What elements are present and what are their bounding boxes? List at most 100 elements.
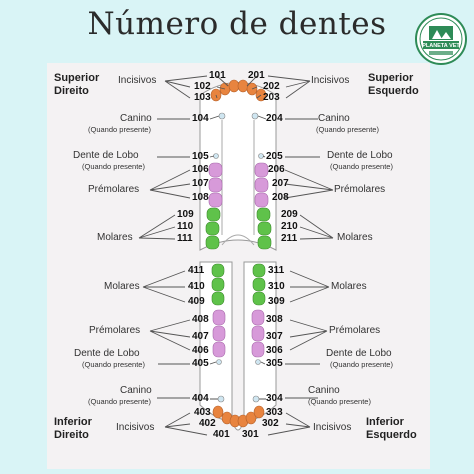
tooth-204 <box>251 112 259 120</box>
tooth-number-408: 408 <box>192 314 209 325</box>
tooth-number-204: 204 <box>266 113 283 124</box>
label-premolares-upper-left: Prémolares <box>334 184 386 195</box>
tooth-number-308: 308 <box>266 314 283 325</box>
tooth-405 <box>216 359 222 365</box>
label-dente-de-lobo-lower-left: Dente de Lobo <box>326 348 392 359</box>
tooth-number-303: 303 <box>266 407 283 418</box>
tooth-309 <box>252 291 266 306</box>
tooth-number-205: 205 <box>266 151 283 162</box>
tooth-211 <box>257 235 272 250</box>
label-premolares-lower-left: Prémolares <box>329 325 381 336</box>
label-canino-lower-left: Canino <box>308 385 340 396</box>
label-quando-presente: (Quando presente) <box>82 162 145 171</box>
label-quando-presente: (Quando presente) <box>316 125 379 134</box>
tooth-number-111: 111 <box>177 233 193 244</box>
tooth-number-403: 403 <box>194 407 211 418</box>
tooth-number-306: 306 <box>266 345 283 356</box>
tooth-number-409: 409 <box>188 296 205 307</box>
tooth-number-411: 411 <box>188 265 205 276</box>
tooth-305 <box>255 359 261 365</box>
label-molares-lower-left: Molares <box>331 281 367 292</box>
tooth-408 <box>212 309 226 326</box>
upper-premolars <box>208 162 269 208</box>
svg-text:PLANETA VET: PLANETA VET <box>422 43 460 49</box>
tooth-209 <box>256 207 271 222</box>
tooth-107 <box>208 177 223 193</box>
tooth-303 <box>253 405 265 419</box>
label-incisivos-lower-right: Incisivos <box>116 422 155 433</box>
tooth-number-211: 211 <box>281 233 298 244</box>
tooth-307 <box>251 325 265 342</box>
tooth-106 <box>208 162 223 178</box>
label-quando-presente: (Quando presente) <box>88 125 151 134</box>
tooth-number-407: 407 <box>192 331 209 342</box>
tooth-302 <box>245 411 257 425</box>
tooth-number-108: 108 <box>192 192 209 203</box>
tooth-number-307: 307 <box>266 331 283 342</box>
tooth-101 <box>228 79 240 93</box>
tooth-number-305: 305 <box>266 358 283 369</box>
label-quando-presente: (Quando presente) <box>88 397 151 406</box>
tooth-number-104: 104 <box>192 113 209 124</box>
tooth-311 <box>252 263 266 278</box>
tooth-number-102: 102 <box>194 81 211 92</box>
tooth-number-209: 209 <box>281 209 298 220</box>
label-molares-upper-left: Molares <box>337 232 373 243</box>
tooth-number-107: 107 <box>192 178 209 189</box>
tooth-number-105: 105 <box>192 151 209 162</box>
label-premolares-lower-right: Prémolares <box>89 325 141 336</box>
tooth-number-404: 404 <box>192 393 209 404</box>
label-canino-upper-right: Canino <box>120 113 152 124</box>
tooth-number-101: 101 <box>209 70 226 81</box>
tooth-205 <box>258 153 264 159</box>
label-dente-de-lobo-upper-left: Dente de Lobo <box>327 150 393 161</box>
tooth-number-301: 301 <box>242 429 259 440</box>
lower-molars <box>211 263 266 306</box>
tooth-number-202: 202 <box>263 81 280 92</box>
tooth-number-311: 311 <box>268 265 285 276</box>
label-dente-de-lobo-upper-right: Dente de Lobo <box>73 150 139 161</box>
tooth-number-402: 402 <box>199 418 216 429</box>
tooth-number-106: 106 <box>192 164 209 175</box>
tooth-104 <box>218 112 226 120</box>
label-canino-lower-right: Canino <box>120 385 152 396</box>
tooth-number-207: 207 <box>272 178 289 189</box>
tooth-207 <box>254 177 269 193</box>
tooth-210 <box>257 221 272 236</box>
tooth-304 <box>252 395 260 403</box>
tooth-308 <box>251 309 265 326</box>
tooth-number-309: 309 <box>268 296 285 307</box>
tooth-409 <box>211 291 225 306</box>
label-molares-upper-right: Molares <box>97 232 133 243</box>
tooth-number-203: 203 <box>263 92 280 103</box>
tooth-number-109: 109 <box>177 209 194 220</box>
tooth-109 <box>206 207 221 222</box>
tooth-number-210: 210 <box>281 221 298 232</box>
tooth-411 <box>211 263 225 278</box>
page-title: Número de dentes <box>87 6 387 42</box>
tooth-111 <box>205 235 220 250</box>
tooth-number-406: 406 <box>192 345 209 356</box>
tooth-310 <box>252 277 266 292</box>
tooth-403 <box>212 405 224 419</box>
label-quando-presente: (Quando presente) <box>330 360 393 369</box>
tooth-110 <box>205 221 220 236</box>
lower-premolars <box>212 309 265 358</box>
tooth-number-208: 208 <box>272 192 289 203</box>
label-quando-presente: (Quando presente) <box>330 162 393 171</box>
tooth-number-304: 304 <box>266 393 283 404</box>
planeta-vet-logo: PLANETA VET <box>415 13 467 65</box>
label-dente-de-lobo-lower-right: Dente de Lobo <box>74 348 140 359</box>
label-quando-presente: (Quando presente) <box>308 397 371 406</box>
label-canino-upper-left: Canino <box>318 113 350 124</box>
label-quando-presente: (Quando presente) <box>82 360 145 369</box>
tooth-number-405: 405 <box>192 358 209 369</box>
tooth-number-201: 201 <box>248 70 265 81</box>
tooth-306 <box>251 341 265 358</box>
tooth-number-103: 103 <box>194 92 211 103</box>
tooth-404 <box>217 395 225 403</box>
upper-molars <box>205 207 272 250</box>
